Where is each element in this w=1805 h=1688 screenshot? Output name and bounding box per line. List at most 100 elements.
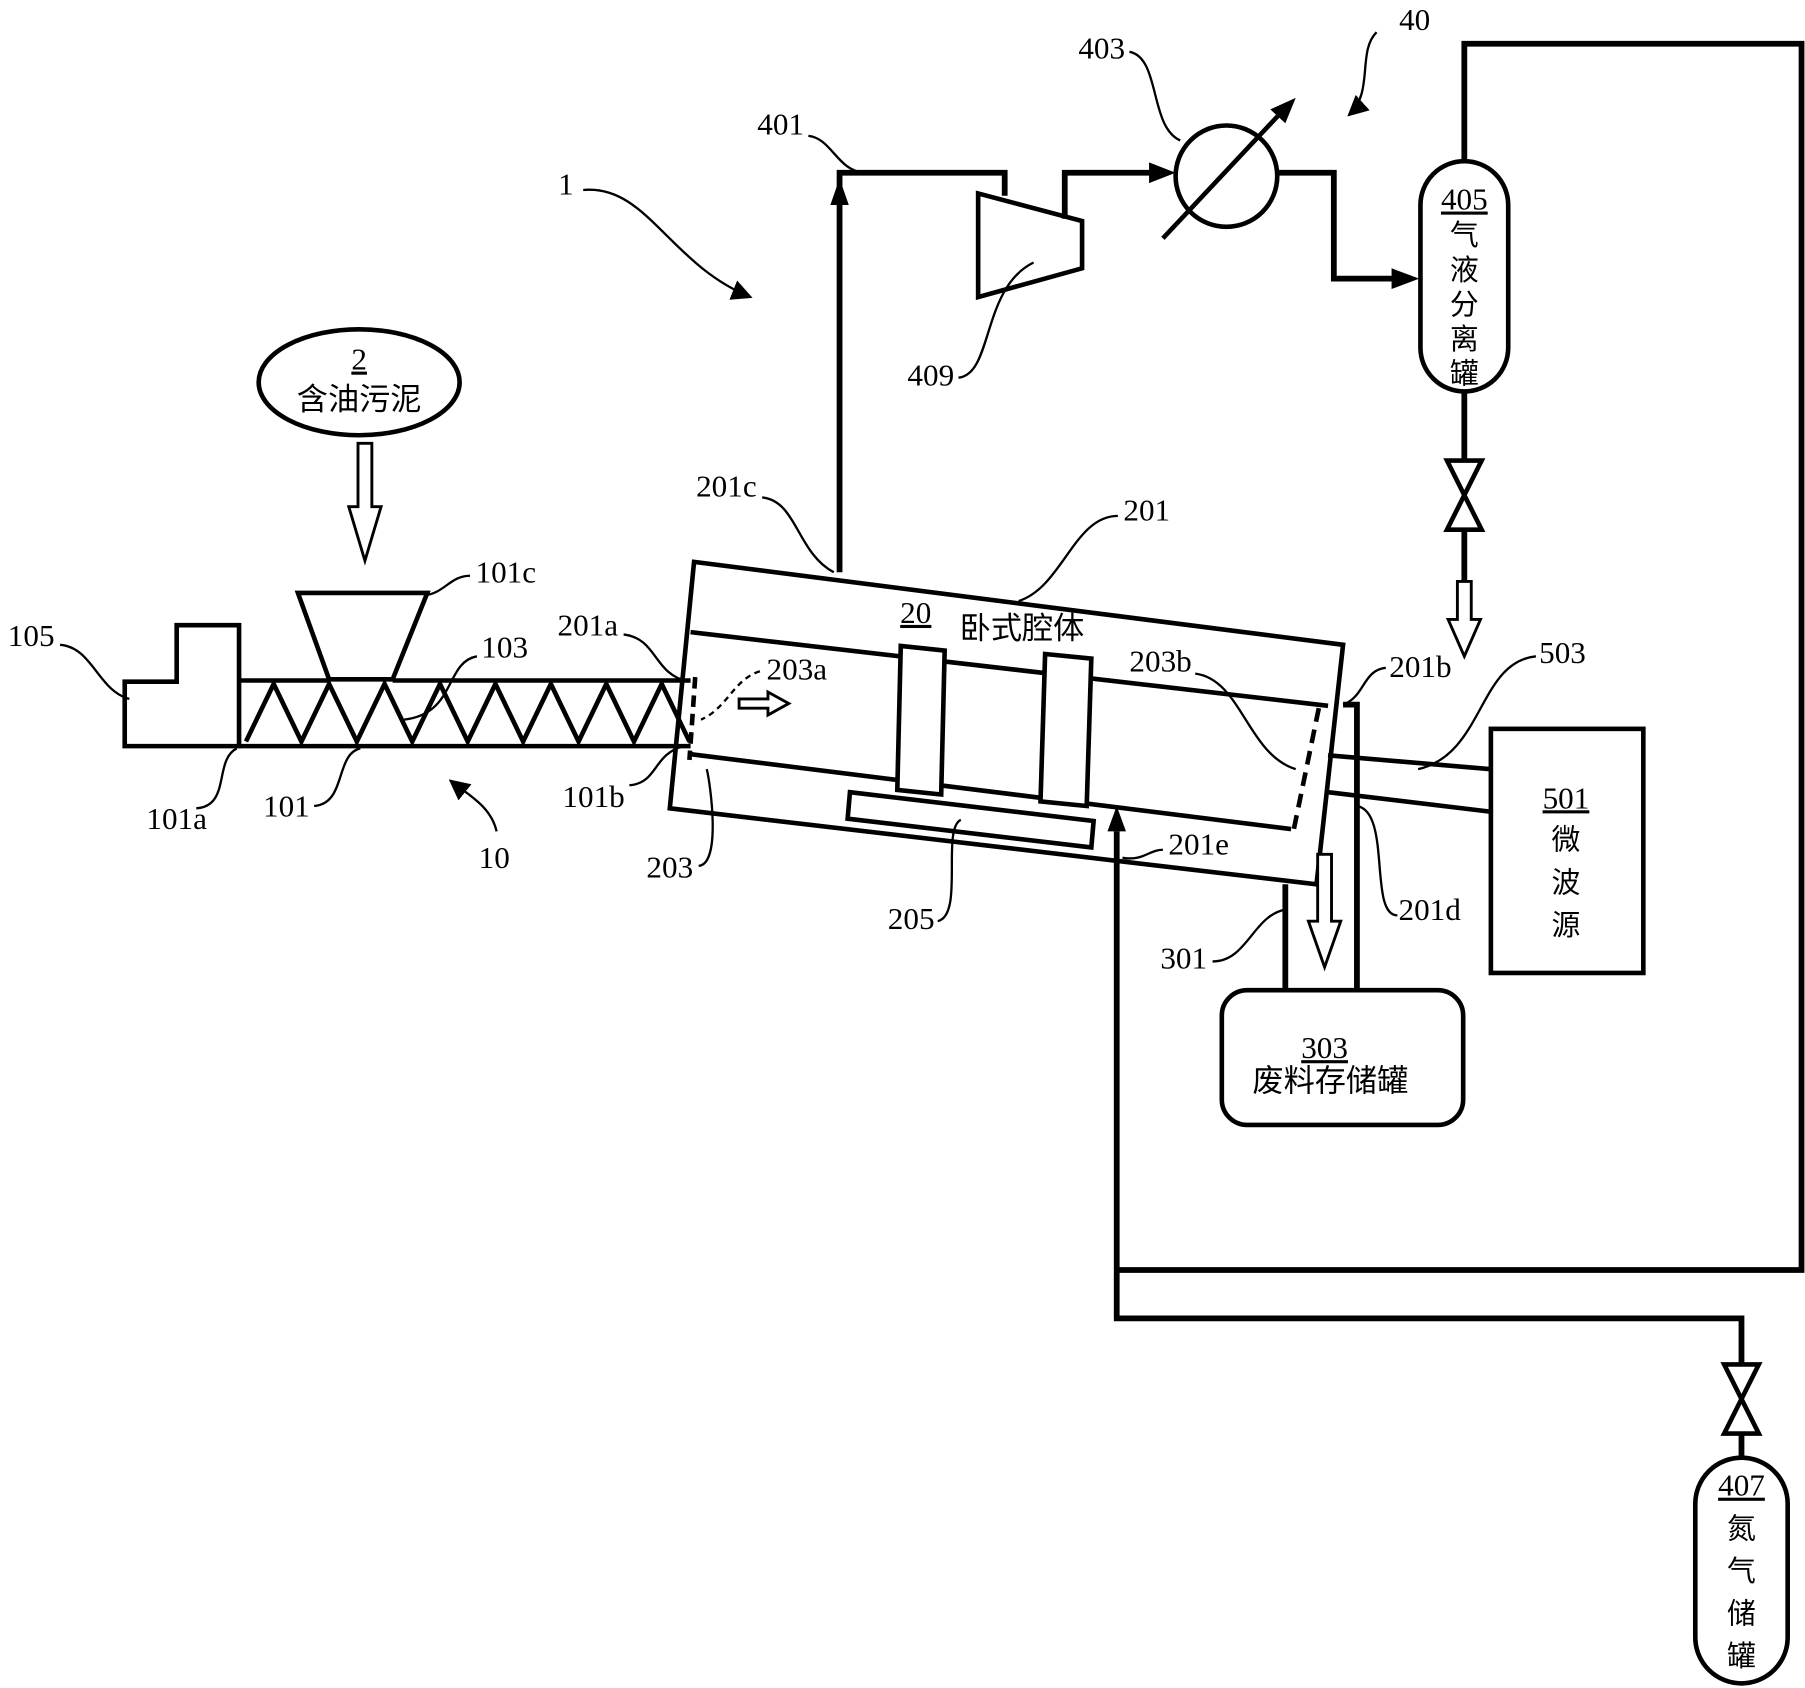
leader-201a <box>623 633 689 683</box>
label-201e: 201e <box>1168 826 1229 861</box>
support-post-left <box>894 643 948 798</box>
screw-feeder <box>122 590 692 749</box>
material-flow-arrow <box>737 689 792 718</box>
nitrogen-valve-top <box>1720 1362 1763 1405</box>
label-205: 205 <box>888 901 935 936</box>
liquid-out-arrow <box>1445 580 1483 660</box>
gas-outlet-pipe-401 <box>836 169 1008 573</box>
label-201a: 201a <box>558 608 619 643</box>
leader-101a <box>196 747 238 810</box>
waveguide-bottom <box>1327 789 1492 815</box>
label-503: 503 <box>1539 635 1586 670</box>
support-base-205 <box>845 789 1097 851</box>
discharge-pipe-right <box>1343 701 1360 993</box>
leader-101c <box>424 574 471 597</box>
compressor-409 <box>975 190 1085 301</box>
leader-201 <box>1018 514 1118 603</box>
heat-exchanger-403 <box>1173 123 1280 230</box>
feed-material: 2 含油污泥 <box>256 327 462 566</box>
nitrogen-valve <box>1720 1362 1763 1436</box>
feed-ellipse <box>256 327 462 438</box>
separator-label: 气液分离罐 <box>1450 218 1479 390</box>
microwave-label: 微波源 <box>1552 823 1581 942</box>
nitrogen-valve-bottom <box>1720 1393 1763 1436</box>
leader-40 <box>1347 31 1378 117</box>
nitrogen-label: 氮气储罐 <box>1727 1511 1756 1673</box>
leader-101 <box>313 747 361 808</box>
inner-tube-outlet-203b <box>1291 707 1322 832</box>
label-40: 40 <box>1399 2 1430 37</box>
label-101c: 101c <box>476 555 537 590</box>
label-101a: 101a <box>146 801 207 836</box>
label-203b: 203b <box>1129 643 1191 678</box>
label-201d: 201d <box>1399 892 1462 927</box>
leader-403 <box>1129 50 1181 142</box>
leader-503 <box>1417 655 1537 771</box>
leader-101b <box>629 745 684 787</box>
label-403: 403 <box>1078 31 1125 66</box>
leader-201e <box>1122 848 1163 860</box>
leader-401 <box>808 134 864 174</box>
label-401: 401 <box>757 107 804 142</box>
hopper-101c <box>294 590 431 682</box>
gas-system: 405 气液分离罐 407 氮气储罐 <box>830 40 1805 1686</box>
separator-valve-bottom <box>1443 489 1486 532</box>
label-103: 103 <box>481 630 528 665</box>
microwave-system: 501 微波源 <box>1327 726 1646 976</box>
leader-205 <box>937 818 962 923</box>
separator-valve <box>1443 458 1486 532</box>
leader-1 <box>583 188 753 300</box>
feed-down-arrow <box>346 441 384 566</box>
return-gas-pipe <box>1116 40 1805 1273</box>
leader-201c <box>762 496 835 574</box>
leader-lines <box>59 31 1537 963</box>
discharge-arrow <box>1306 852 1343 972</box>
label-409: 409 <box>907 358 954 393</box>
feed-label: 含油污泥 <box>297 382 422 418</box>
label-201c: 201c <box>696 468 757 503</box>
label-101b: 101b <box>562 779 624 814</box>
feed-ref: 2 <box>351 342 367 377</box>
inner-tube-inlet-203a <box>687 676 698 761</box>
waste-tank-ref: 303 <box>1301 1030 1348 1065</box>
horizontal-cavity: 20 卧式腔体 <box>667 559 1346 887</box>
exchanger-adjust-line <box>1161 110 1284 240</box>
microwave-source-501 <box>1488 726 1646 976</box>
flow-arrow-right-exchanger <box>1149 162 1176 184</box>
nitrogen-ref: 407 <box>1718 1468 1765 1503</box>
inner-tube-top <box>690 629 1329 709</box>
exchanger-adjust-arrowhead <box>1270 97 1296 124</box>
leader-301 <box>1212 908 1286 963</box>
reference-labels: 1 105 101c 103 101a 101 101b 10 201c 201… <box>8 2 1586 975</box>
label-101: 101 <box>263 788 310 823</box>
exchanger-outlet-pipe <box>1277 169 1394 282</box>
screw-flight-103 <box>243 678 692 747</box>
label-301: 301 <box>1160 940 1207 975</box>
leader-103 <box>404 655 478 721</box>
cavity-label: 卧式腔体 <box>960 611 1085 647</box>
flow-arrow-up <box>830 178 849 205</box>
leader-201b <box>1342 666 1386 706</box>
label-10: 10 <box>479 840 510 875</box>
label-201b: 201b <box>1389 649 1451 684</box>
support-post-right <box>1038 651 1094 809</box>
label-203: 203 <box>646 849 693 884</box>
leader-203b <box>1195 672 1297 771</box>
compressor-outlet-pipe <box>1061 169 1153 219</box>
cavity-ref: 20 <box>900 595 931 630</box>
discharge-system: 303 废料存储罐 <box>1219 701 1466 1128</box>
nitrogen-supply-pipe <box>1113 831 1745 1365</box>
leader-201d <box>1356 804 1398 917</box>
microwave-ref: 501 <box>1543 780 1590 815</box>
label-1: 1 <box>558 167 574 202</box>
leader-409 <box>958 261 1035 379</box>
leader-105 <box>59 643 130 701</box>
separator-valve-top <box>1443 458 1486 501</box>
label-203a: 203a <box>767 651 828 686</box>
label-105: 105 <box>8 618 55 653</box>
separator-ref: 405 <box>1441 182 1488 217</box>
label-201: 201 <box>1123 492 1170 527</box>
motor-105 <box>122 622 242 749</box>
leader-10 <box>448 779 498 832</box>
